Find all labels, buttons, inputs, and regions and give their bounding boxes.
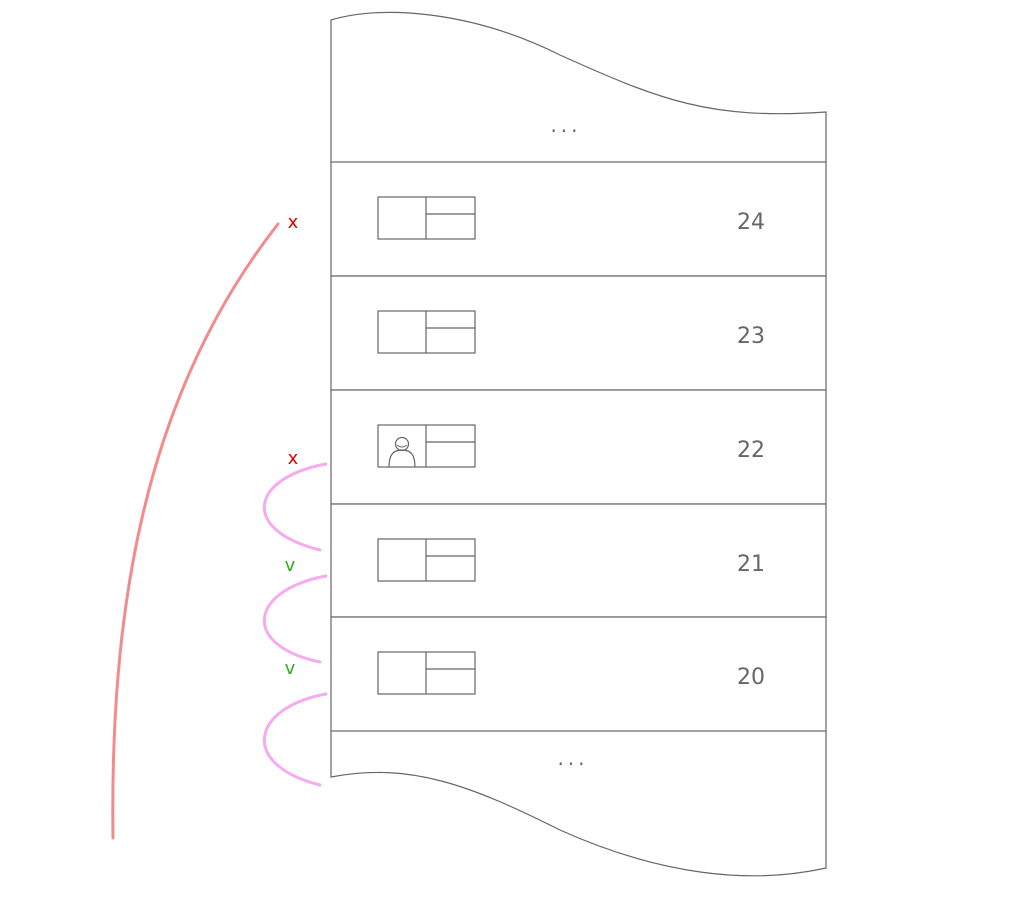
list-item[interactable]: 24 [330,161,827,277]
list-item[interactable]: 22 [330,389,827,505]
row-number: 22 [737,438,765,463]
step-arc [262,574,328,664]
person-icon [388,436,416,468]
person-thumbnail-icon [377,424,476,468]
step-arc [262,692,328,787]
bottom-ellipsis: ... [557,746,588,770]
layout-thumbnail-icon [377,538,476,582]
layout-thumbnail-icon [377,310,476,354]
row-number: 20 [737,665,765,690]
list-item[interactable]: 20 [330,616,827,732]
list-item[interactable]: 23 [330,275,827,391]
long-jump-mark: x [288,212,299,233]
step-mark: v [285,555,296,576]
stack-outline-top [330,11,827,162]
row-box [330,389,827,505]
row-box [330,275,827,391]
row-box [330,616,827,732]
step-mark: x [288,448,299,469]
row-number: 24 [737,210,765,235]
row-number: 23 [737,324,765,349]
layout-thumbnail-icon [377,196,476,240]
step-mark: v [285,658,296,679]
stack-outline-bottom [330,731,827,877]
row-number: 21 [737,552,765,577]
top-ellipsis: ... [550,113,581,137]
long-jump-arc [111,222,280,840]
layout-thumbnail-icon [377,651,476,695]
row-box [330,503,827,618]
step-arc [262,462,328,552]
list-item[interactable]: 21 [330,503,827,618]
